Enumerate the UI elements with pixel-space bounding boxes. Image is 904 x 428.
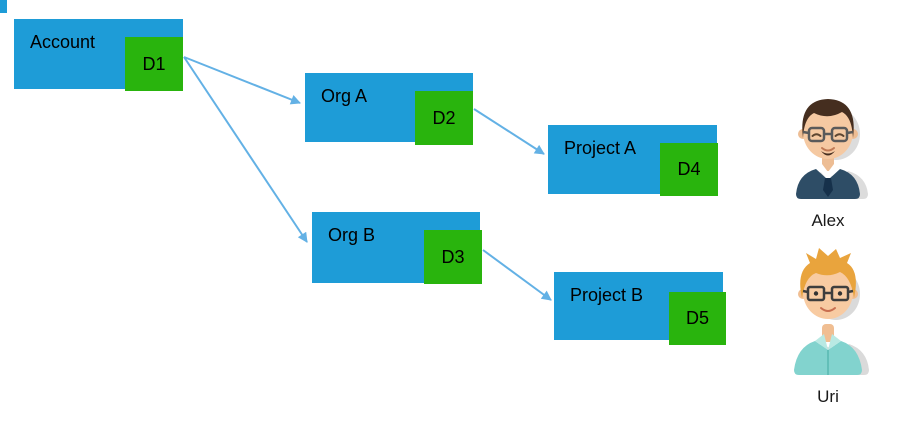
alex-avatar-icon xyxy=(796,99,868,199)
node-account: Account D1 xyxy=(14,19,183,91)
person-uri: Uri xyxy=(783,246,873,407)
badge-d3: D3 xyxy=(424,230,482,284)
node-project-b: Project B D5 xyxy=(554,272,726,345)
clipped-shape-corner xyxy=(0,0,7,13)
badge-d4-label: D4 xyxy=(677,159,701,179)
node-project-b-label: Project B xyxy=(570,285,644,305)
badge-d5-label: D5 xyxy=(685,308,709,328)
badge-d1: D1 xyxy=(125,37,183,91)
badge-d4: D4 xyxy=(660,143,718,196)
person-uri-name: Uri xyxy=(817,387,839,406)
node-org-a: Org A D2 xyxy=(305,73,473,145)
node-project-a-label: Project A xyxy=(564,138,637,158)
edge-d1-to-org-b xyxy=(183,56,308,243)
badge-d3-label: D3 xyxy=(441,246,465,267)
badge-d2: D2 xyxy=(415,91,473,145)
badge-d1-label: D1 xyxy=(142,53,166,74)
person-alex-name: Alex xyxy=(811,211,845,230)
node-org-a-label: Org A xyxy=(321,86,368,106)
badge-d2-label: D2 xyxy=(432,107,456,128)
edge-d1-to-org-a xyxy=(183,56,301,105)
node-org-b: Org B D3 xyxy=(312,212,482,284)
edge-d2-to-project-a xyxy=(473,108,545,155)
node-project-a: Project A D4 xyxy=(548,125,718,196)
edge-d3-to-project-b xyxy=(482,249,552,301)
node-account-label: Account xyxy=(30,32,96,52)
badge-d5: D5 xyxy=(669,292,726,345)
node-org-b-label: Org B xyxy=(328,225,376,245)
person-alex: Alex xyxy=(783,92,873,231)
uri-avatar-icon xyxy=(794,248,869,375)
